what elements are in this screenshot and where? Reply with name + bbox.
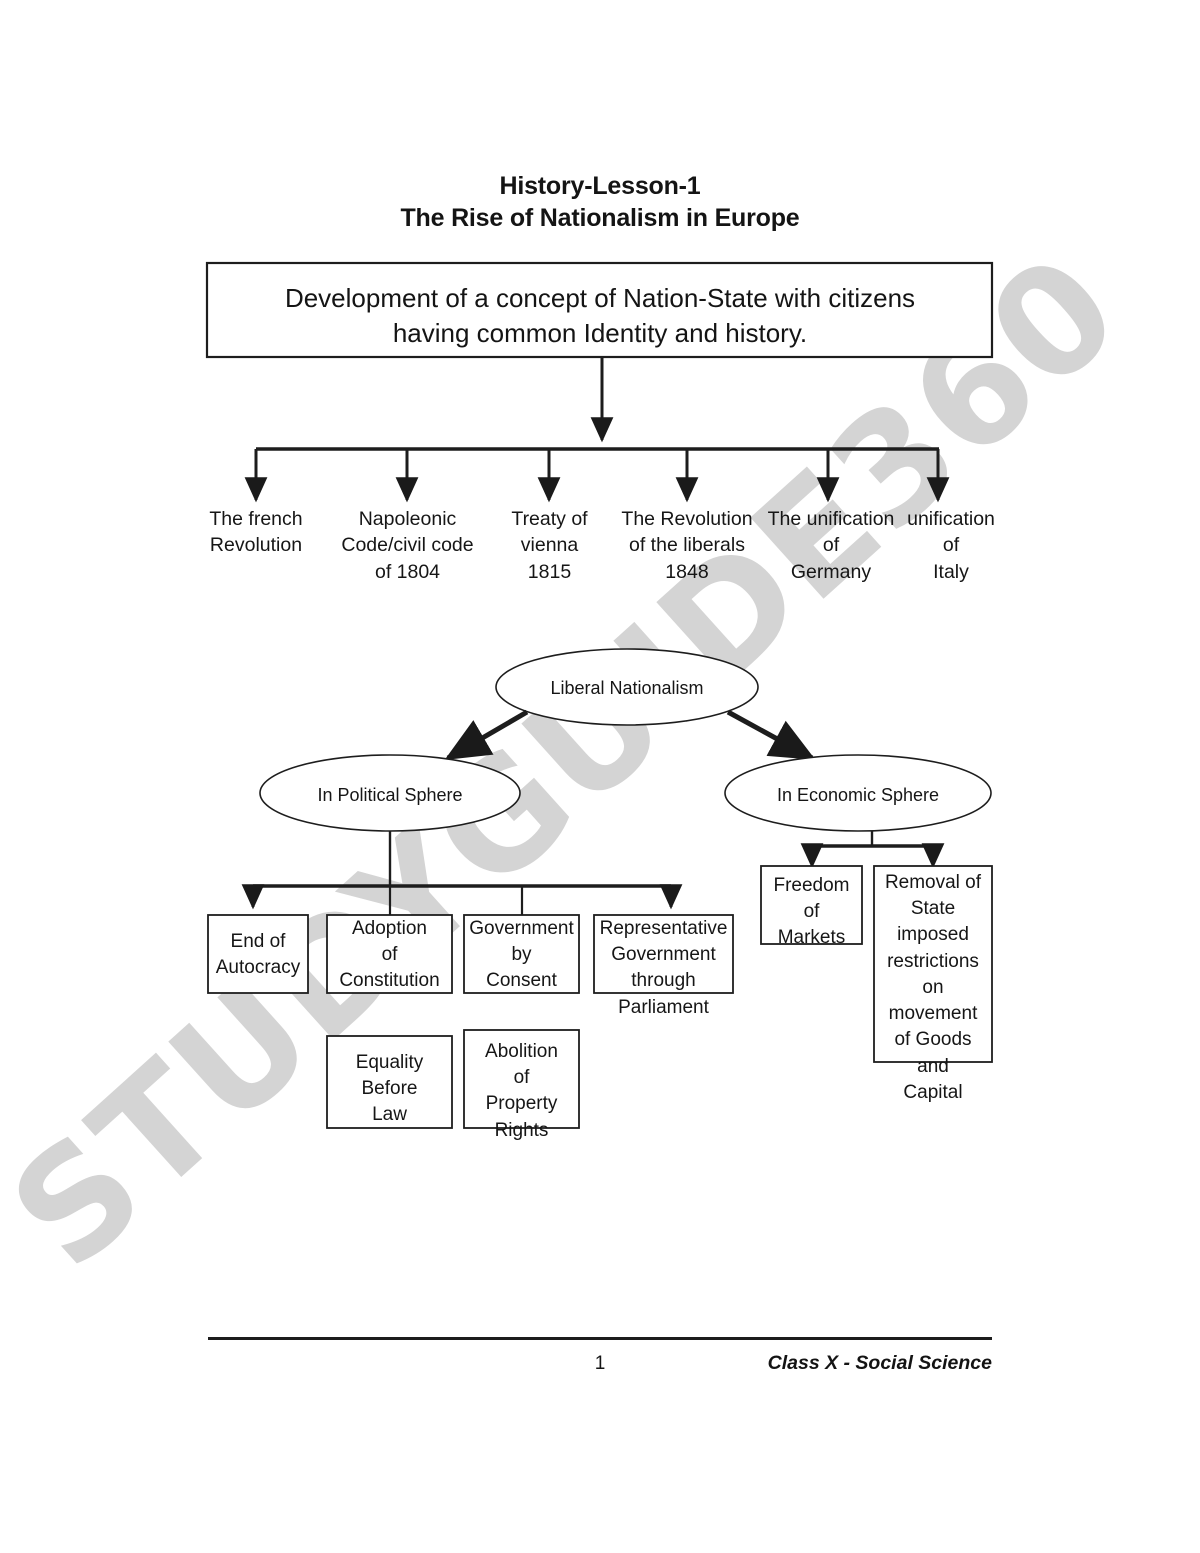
box-label-end-of-autocracy: End of Autocracy [215, 931, 301, 979]
box-label-equality-before-law: Equality Before Law [355, 1052, 424, 1126]
box-label-abolition-of-property-rights: Abolition of Property Rights [485, 1041, 558, 1141]
branch-label-revolution-of-liberals: The Revolution of the liberals 1848 [621, 508, 753, 583]
branch-label-unification-of-italy: unification of Italy [907, 508, 995, 583]
page-title-line-2: The Rise of Nationalism in Europe [400, 204, 800, 232]
box-representative-government [593, 914, 734, 994]
footer-divider [208, 1337, 992, 1340]
box-adoption-of-constitution [326, 914, 453, 994]
ellipse-label-economic-sphere: In Economic Sphere [776, 785, 940, 805]
box-removal-of-state-restrictions [873, 865, 993, 1063]
box-label-representative-government: Representative Government through Parlia… [599, 918, 728, 1018]
footer-page-number: 1 [594, 1353, 606, 1374]
box-label-government-by-consent: Government by Consent [469, 918, 574, 992]
box-label-removal-of-state-restrictions: Removal of State imposed restrictions on… [884, 872, 982, 1103]
economic-sphere-ellipse [724, 754, 992, 832]
main-statement-box [205, 261, 994, 359]
branch-label-unification-of-germany: The unification of Germany [767, 508, 895, 583]
ellipse-label-political-sphere: In Political Sphere [317, 785, 463, 805]
box-government-by-consent [463, 914, 580, 994]
box-label-adoption-of-constitution: Adoption of Constitution [339, 918, 440, 992]
box-freedom-of-markets [760, 865, 863, 945]
liberal-nationalism-ellipse [495, 648, 759, 726]
ellipse-label-liberal-nationalism: Liberal Nationalism [550, 678, 704, 698]
main-statement-text: Development of a concept of Nation-State… [284, 283, 916, 349]
branch-label-napoleonic-code: Napoleonic Code/civil code of 1804 [341, 508, 474, 583]
edge-to-political-sphere [444, 709, 529, 761]
box-equality-before-law [326, 1035, 453, 1129]
branch-label-treaty-of-vienna: Treaty of vienna 1815 [511, 508, 588, 583]
edge-to-economic-sphere [726, 709, 816, 761]
page-title-line-1: History-Lesson-1 [499, 172, 701, 200]
branch-label-french-revolution: The french Revolution [209, 508, 303, 557]
box-abolition-of-property-rights [463, 1029, 580, 1129]
box-label-freedom-of-markets: Freedom of Markets [773, 875, 850, 949]
box-end-of-autocracy [207, 914, 309, 994]
footer-course-label: Class X - Social Science [767, 1352, 992, 1374]
